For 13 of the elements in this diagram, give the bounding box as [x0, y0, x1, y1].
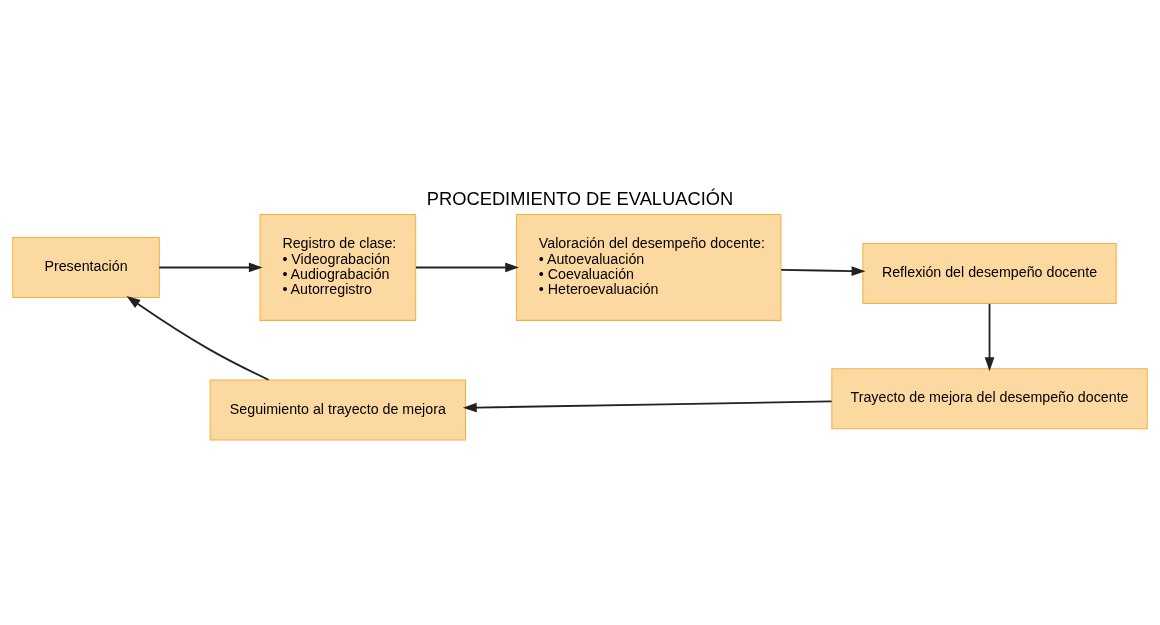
- arrow: [780, 265, 866, 276]
- node-box: Reflexión del desempeño docente: [862, 242, 1117, 304]
- arrow: [984, 302, 995, 371]
- node-box: Seguimiento al trayecto de mejora: [209, 378, 467, 440]
- node-box: Valoración del desempeño docente: • Autoevaluación • Coevaluación • Heteroevaluación: [515, 213, 782, 321]
- node-box: Presentación: [12, 236, 160, 298]
- node-box: Trayecto de mejora del desempeño docente: [831, 367, 1148, 429]
- node-box: Registro de clase: • Videograbación • Audiograbación • Autorregistro: [259, 213, 417, 321]
- arrow: [415, 262, 520, 272]
- arrow: [158, 262, 263, 272]
- arrow: [126, 295, 270, 381]
- diagram-title: PROCEDIMIENTO DE EVALUACIÓN: [426, 187, 734, 209]
- arrow: [462, 400, 833, 412]
